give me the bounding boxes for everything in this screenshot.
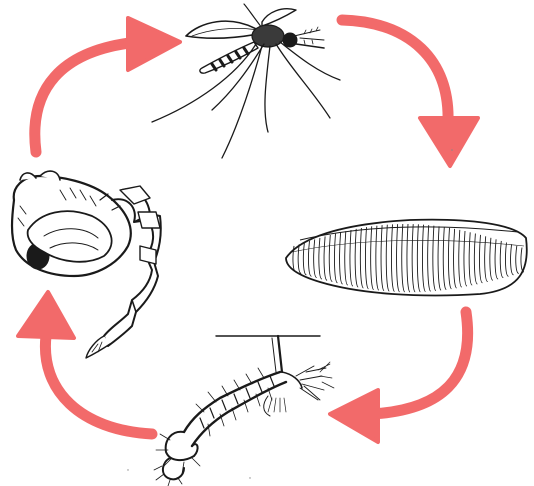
arrow-eggs-to-larva [330, 312, 468, 442]
arrow-adult-to-eggs [342, 20, 478, 166]
egg-raft-illustration [286, 220, 527, 296]
larva-illustration [154, 336, 334, 486]
adult-mosquito-illustration [152, 4, 340, 158]
arrow-pupa-to-adult [35, 18, 180, 152]
arrow-larva-to-pupa [18, 292, 152, 434]
scan-specks [127, 149, 453, 479]
